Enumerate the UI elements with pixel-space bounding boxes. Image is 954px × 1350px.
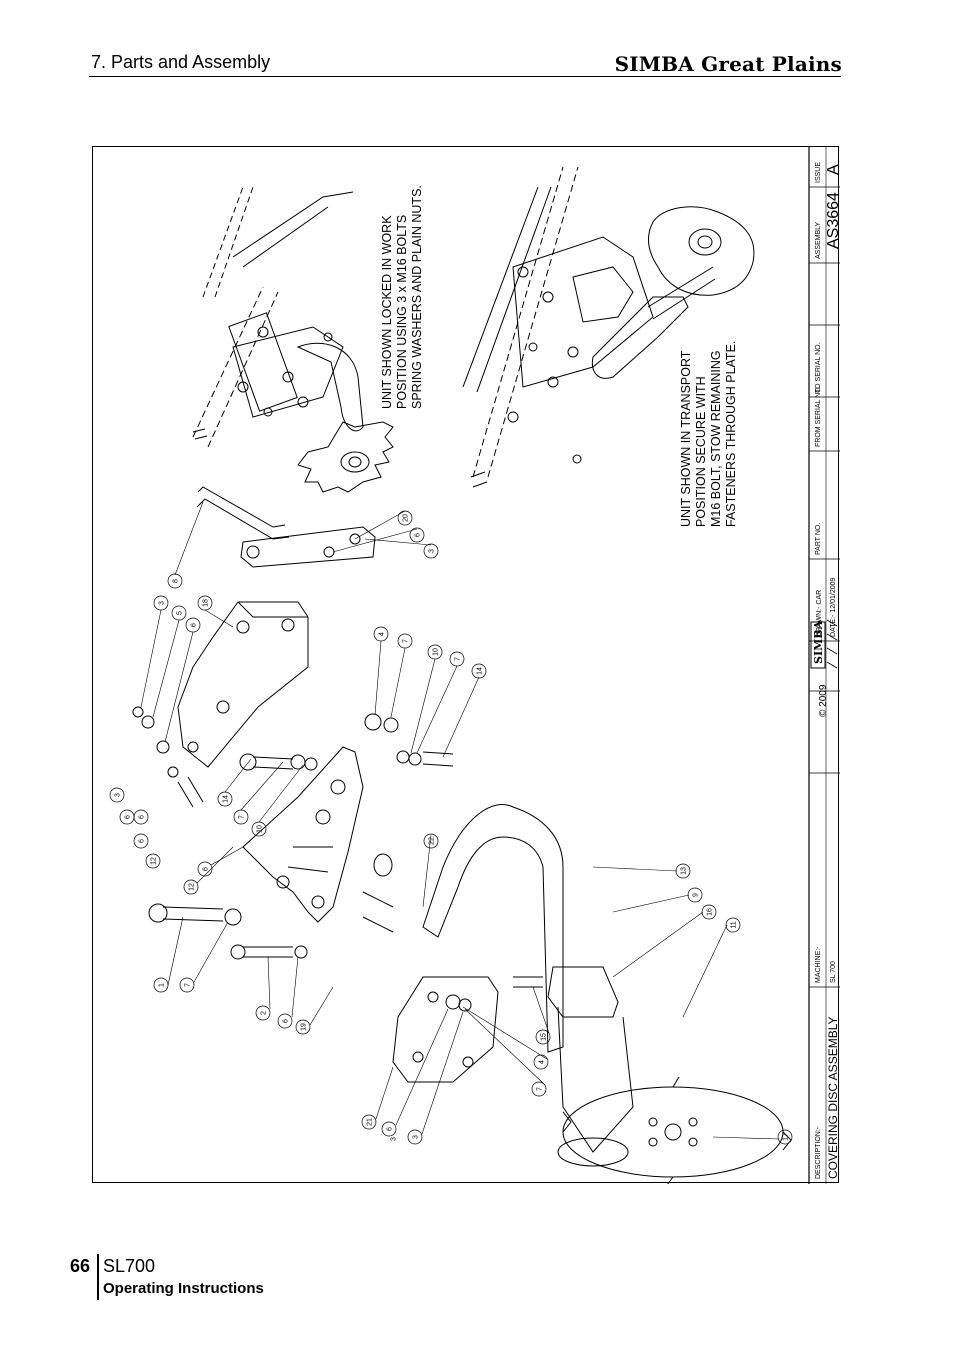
svg-text:3: 3	[159, 601, 166, 605]
issue-value: A	[825, 164, 840, 175]
svg-text:7: 7	[239, 815, 246, 819]
svg-text:4: 4	[539, 1060, 546, 1064]
svg-text:6: 6	[415, 533, 422, 537]
svg-text:6: 6	[139, 839, 146, 843]
from-serial-label: FROM SERIAL NO.	[815, 385, 822, 447]
svg-text:5: 5	[177, 611, 184, 615]
drawn-date: DATE:- 12/01/2009	[830, 577, 837, 637]
drawn-by: DRAWN:- CAR	[816, 590, 823, 637]
svg-text:UNIT SHOWN LOCKED IN WORK: UNIT SHOWN LOCKED IN WORK	[380, 215, 394, 409]
svg-text:6: 6	[191, 623, 198, 627]
leader-lines	[140, 501, 780, 1140]
svg-text:4: 4	[379, 632, 386, 636]
model-name: SL700	[103, 1256, 156, 1276]
svg-text:22: 22	[429, 837, 436, 845]
svg-text:19: 19	[301, 1023, 308, 1031]
svg-text:10: 10	[257, 825, 264, 833]
svg-text:15: 15	[541, 1033, 548, 1041]
page-number: 66	[70, 1256, 91, 1276]
description-label: DESCRIPTION:-	[815, 1126, 822, 1179]
svg-text:POSITION SECURE WITH: POSITION SECURE WITH	[694, 376, 708, 527]
description-value: COVERING DISC ASSEMBLY	[826, 1017, 840, 1180]
svg-text:6: 6	[203, 867, 210, 871]
copyright-text: © 2009	[818, 684, 829, 717]
svg-text:7: 7	[185, 983, 192, 987]
transport-position-view	[462, 166, 755, 488]
svg-text:3: 3	[115, 793, 122, 797]
assembly-label: ASSEMBLY	[815, 221, 822, 259]
svg-text:3: 3	[429, 549, 436, 553]
title-block: DESCRIPTION:- COVERING DISC ASSEMBLY MAC…	[808, 147, 840, 1184]
footer-divider	[97, 1254, 99, 1300]
svg-text:11: 11	[731, 921, 738, 928]
work-position-view	[192, 186, 394, 493]
svg-text:9: 9	[693, 893, 700, 897]
note-transport-position: UNIT SHOWN IN TRANSPORT POSITION SECURE …	[679, 341, 738, 527]
svg-text:3: 3	[413, 1135, 420, 1139]
svg-text:6: 6	[387, 1127, 394, 1131]
parts-drawing: DESCRIPTION:- COVERING DISC ASSEMBLY MAC…	[92, 146, 840, 1184]
svg-text:10: 10	[433, 648, 440, 656]
svg-text:UNIT SHOWN IN TRANSPORT: UNIT SHOWN IN TRANSPORT	[679, 350, 693, 527]
svg-text:SPRING WASHERS AND PLAIN NUTS.: SPRING WASHERS AND PLAIN NUTS.	[410, 185, 424, 409]
svg-text:17: 17	[783, 1133, 790, 1141]
to-serial-label: TO SERIAL NO.	[815, 342, 822, 393]
part-no-label: PART NO.	[815, 523, 822, 555]
svg-text:21: 21	[367, 1118, 374, 1126]
document-type: Operating Instructions	[103, 1280, 264, 1297]
machine-value: SL 700	[830, 961, 837, 983]
svg-text:7: 7	[537, 1087, 544, 1091]
svg-text:M16 BOLT, STOW REMAINING: M16 BOLT, STOW REMAINING	[709, 350, 723, 527]
svg-text:18: 18	[203, 599, 210, 607]
svg-text:20: 20	[403, 514, 410, 522]
svg-text:12: 12	[189, 883, 196, 891]
svg-text:3: 3	[391, 1137, 398, 1141]
section-title: 7. Parts and Assembly	[91, 52, 271, 72]
assembly-number: AS3664	[825, 192, 840, 249]
brand-logo: SIMBA Great Plains	[614, 52, 842, 76]
svg-text:13: 13	[681, 867, 688, 875]
machine-label: MACHINE:-	[815, 946, 822, 983]
svg-text:6: 6	[139, 815, 146, 819]
exploded-view	[132, 486, 792, 1184]
part-balloons: 1 7 2 6 19 21 6 3 15 4 7 17 11 16 9 13 2…	[109, 510, 793, 1145]
svg-text:12: 12	[151, 857, 158, 865]
simba-logo: SIMBA	[810, 619, 838, 669]
header-rule	[89, 76, 841, 77]
svg-text:6: 6	[125, 815, 132, 819]
svg-text:SIMBA: SIMBA	[812, 620, 825, 664]
svg-text:16: 16	[707, 908, 714, 916]
svg-text:6: 6	[283, 1019, 290, 1023]
svg-text:7: 7	[455, 657, 462, 661]
svg-text:POSITION USING 3 x M16 BOLTS: POSITION USING 3 x M16 BOLTS	[395, 215, 409, 409]
svg-text:8: 8	[173, 579, 180, 583]
svg-text:14: 14	[477, 667, 484, 675]
svg-text:FASTENERS THROUGH PLATE.: FASTENERS THROUGH PLATE.	[724, 341, 738, 527]
svg-text:7: 7	[403, 639, 410, 643]
note-work-position: UNIT SHOWN LOCKED IN WORK POSITION USING…	[380, 185, 424, 409]
issue-label: ISSUE	[815, 162, 822, 183]
svg-text:14: 14	[223, 795, 230, 803]
svg-text:2: 2	[261, 1011, 268, 1015]
svg-text:1: 1	[159, 983, 166, 987]
